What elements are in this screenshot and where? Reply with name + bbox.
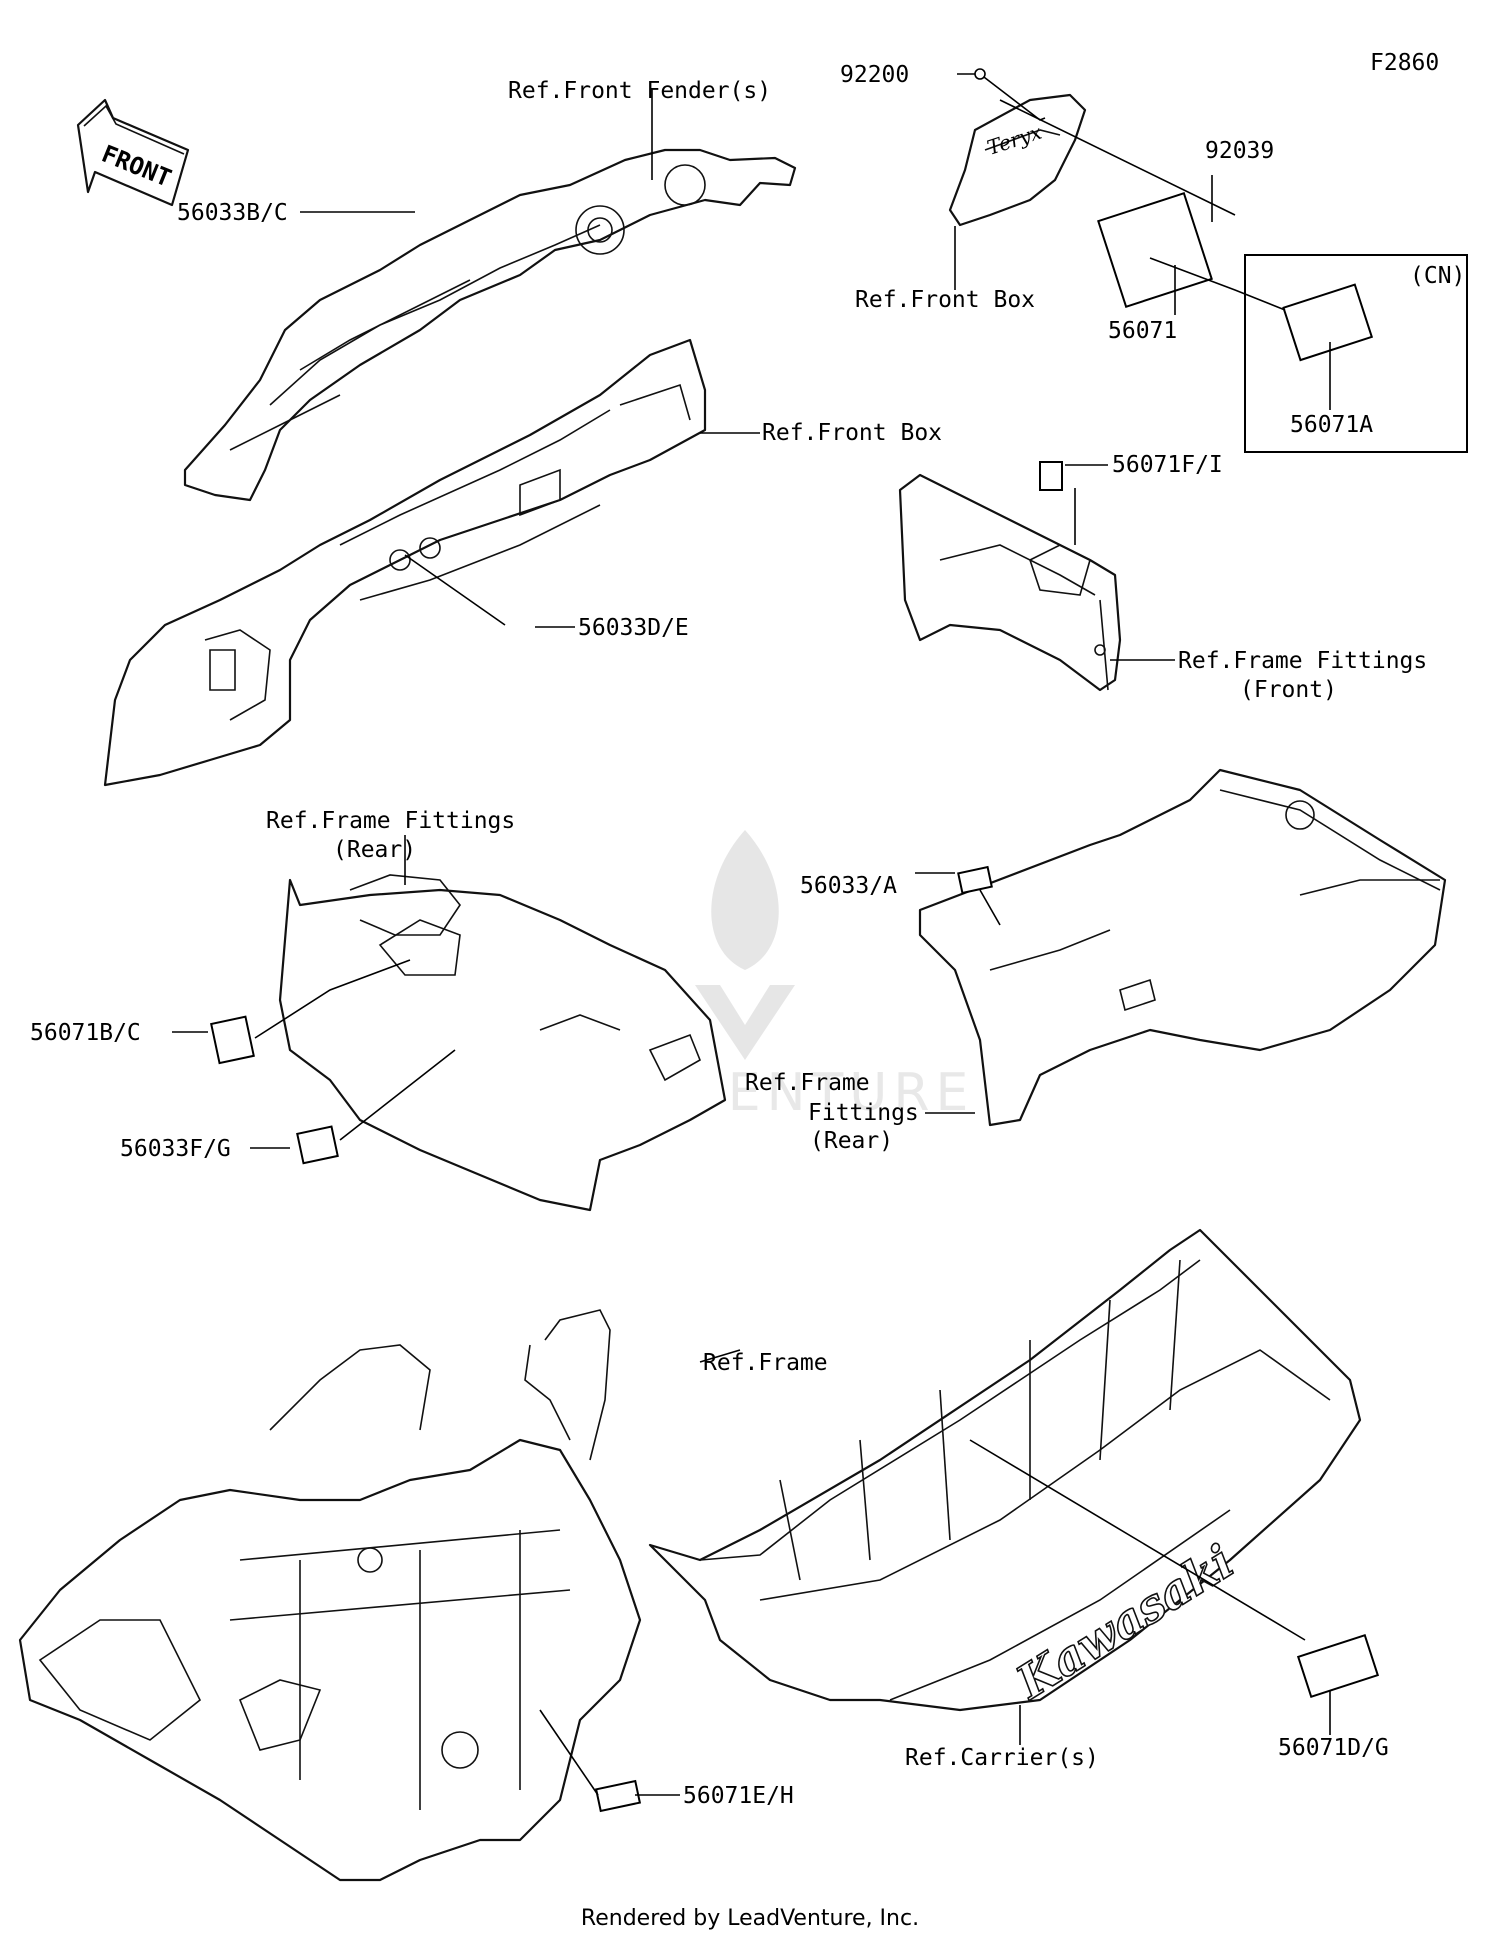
callout-56071FI: 56071F/I <box>1112 452 1223 478</box>
decal-56071EH <box>594 1779 642 1813</box>
watermark-flame-icon <box>711 830 779 970</box>
decal-56033A <box>957 865 993 895</box>
front-box-dash-part <box>103 338 707 787</box>
decal-56033FG <box>296 1125 339 1165</box>
callout-cn: (CN) <box>1410 263 1465 289</box>
callout-56071DG: 56071D/G <box>1278 1735 1389 1761</box>
frame-fittings-rear-left-part <box>278 874 727 1212</box>
footer-credit: Rendered by LeadVenture, Inc. <box>581 1906 919 1931</box>
callout-ref-front-fender: Ref.Front Fender(s) <box>508 78 771 104</box>
callout-ref-ff-front-1: Ref.Frame Fittings <box>1178 648 1427 674</box>
callout-ref-ff-rear-left-2: (Rear) <box>333 837 416 863</box>
callout-labels: 92200 92039 Ref.Front Box 56071 (CN) 560… <box>30 62 1465 1809</box>
leader-lines <box>172 68 1331 1796</box>
callout-ref-ff-rear-right-1: Ref.Frame <box>745 1070 870 1096</box>
frame-fittings-rear-right-part <box>918 768 1447 1127</box>
callout-ref-ff-rear-left-1: Ref.Frame Fittings <box>266 808 515 834</box>
callout-92039: 92039 <box>1205 138 1274 164</box>
callout-92200: 92200 <box>840 62 909 88</box>
callout-ref-carrier: Ref.Carrier(s) <box>905 1745 1099 1771</box>
decal-56071DG <box>1296 1633 1380 1699</box>
callout-ref-ff-rear-right-3: (Rear) <box>810 1128 893 1154</box>
frame-part <box>18 1309 642 1882</box>
callout-ref-front-box-top: Ref.Front Box <box>855 287 1035 313</box>
carrier-part: Kawasaki <box>648 1228 1362 1711</box>
callout-56033BC: 56033B/C <box>177 200 288 226</box>
frame-fittings-front-part <box>898 473 1122 692</box>
callout-56071EH: 56071E/H <box>683 1783 794 1809</box>
callout-ref-frame: Ref.Frame <box>703 1350 828 1376</box>
figure-code: F2860 <box>1370 50 1439 76</box>
callout-56033A: 56033/A <box>800 873 897 899</box>
callout-ref-ff-front-2: (Front) <box>1240 677 1337 703</box>
callout-56071: 56071 <box>1108 318 1177 344</box>
decal-56071BC <box>210 1015 255 1065</box>
callout-ref-ff-rear-right-2: Fittings <box>808 1100 919 1126</box>
front-fender-part <box>183 148 797 502</box>
callout-56071BC: 56071B/C <box>30 1020 141 1046</box>
callout-56033DE: 56033D/E <box>578 615 689 641</box>
callout-ref-front-box-mid: Ref.Front Box <box>762 420 942 446</box>
watermark-v-icon <box>695 985 795 1060</box>
callout-56071A: 56071A <box>1290 412 1373 438</box>
front-box-small-part: Teryx <box>948 93 1087 227</box>
cn-variant-box <box>1244 254 1468 453</box>
decal-56071 <box>1097 192 1213 308</box>
front-direction-arrow: FRONT <box>76 98 190 207</box>
decal-56071A <box>1282 283 1374 362</box>
decal-56071FI <box>1039 461 1063 491</box>
callout-56033FG: 56033F/G <box>120 1136 231 1162</box>
